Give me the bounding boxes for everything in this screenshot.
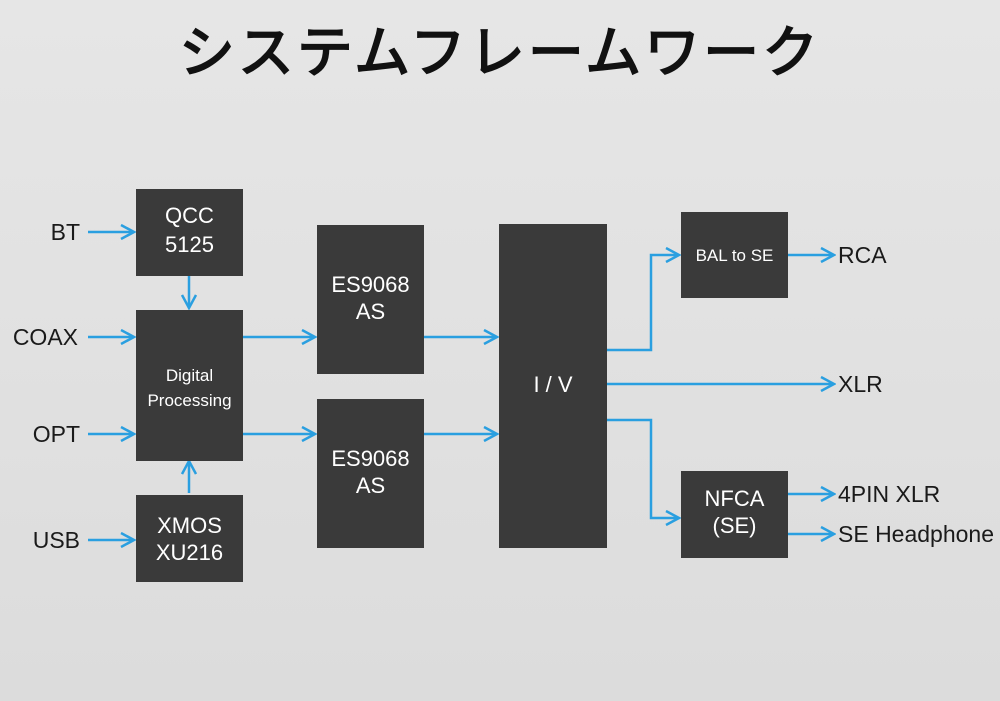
output-xlr-label: XLR (838, 371, 883, 397)
qcc-label-2: 5125 (165, 232, 214, 257)
dac2-label-1: ES9068 (331, 446, 409, 471)
nfca-label-1: NFCA (705, 486, 765, 511)
connection-arrows (88, 232, 834, 540)
input-opt-label: OPT (33, 421, 80, 447)
xmos-block: XMOS XU216 (136, 495, 243, 582)
nfca-block: NFCA (SE) (681, 471, 788, 558)
nfca-label-2: (SE) (713, 513, 757, 538)
input-coax-label: COAX (13, 324, 78, 350)
arrow-iv-nfca (607, 418, 679, 518)
qcc-label-1: QCC (165, 203, 214, 228)
input-usb-label: USB (33, 527, 80, 553)
dac2-label-2: AS (356, 473, 385, 498)
page-title: システムフレームワーク (178, 21, 822, 86)
dac1-label-2: AS (356, 299, 385, 324)
output-rca-label: RCA (838, 242, 887, 268)
xmos-label-2: XU216 (156, 540, 223, 565)
xmos-label-1: XMOS (157, 513, 222, 538)
dac1-label-1: ES9068 (331, 272, 409, 297)
input-bt-label: BT (51, 219, 80, 245)
iv-label: I / V (533, 372, 572, 397)
output-se-headphone-label: SE Headphone (838, 521, 994, 547)
dac2-block: ES9068 AS (317, 399, 424, 548)
digital-label-1: Digital (166, 366, 213, 385)
bal-to-se-label: BAL to SE (696, 246, 774, 265)
qcc-block: QCC 5125 (136, 189, 243, 276)
arrow-iv-balse (607, 255, 679, 352)
bal-to-se-block: BAL to SE (681, 212, 788, 298)
output-4pin-xlr-label: 4PIN XLR (838, 481, 940, 507)
iv-block: I / V (499, 224, 607, 548)
dac1-block: ES9068 AS (317, 225, 424, 374)
digital-label-2: Processing (147, 391, 231, 410)
digital-processing-block: Digital Processing (136, 310, 243, 461)
